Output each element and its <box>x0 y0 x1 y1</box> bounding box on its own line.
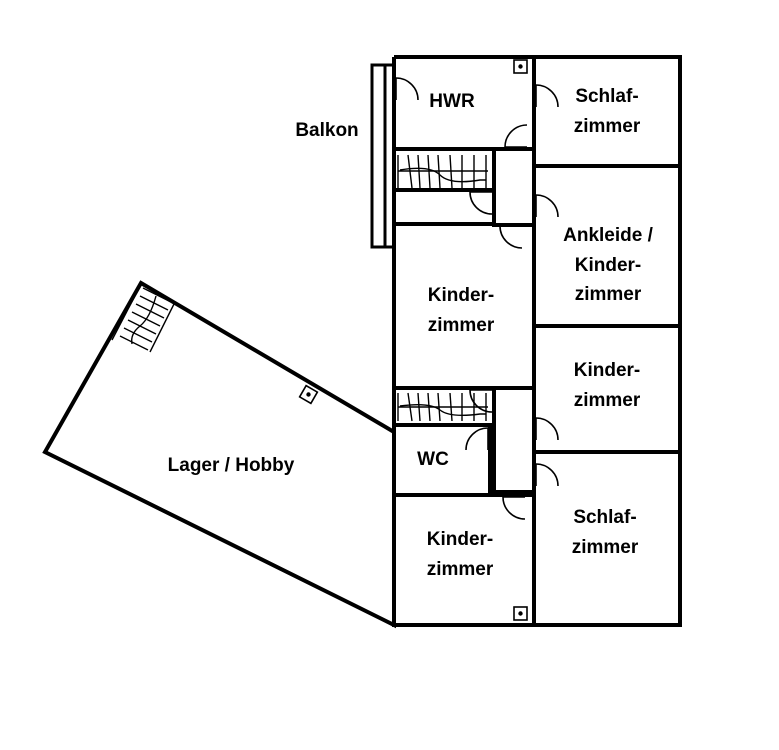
window-socket-icons <box>298 59 528 621</box>
doors <box>395 77 559 520</box>
label-schlaf-top-2: zimmer <box>574 116 641 137</box>
label-ankleide-3: zimmer <box>575 284 642 305</box>
lager-wing <box>42 280 396 629</box>
label-kinder-mid-2: zimmer <box>428 315 495 336</box>
label-schlaf-bottom-2: zimmer <box>572 537 639 558</box>
staircase-bottom <box>397 392 488 422</box>
label-ankleide-2: Kinder- <box>575 255 642 276</box>
staircase-top <box>397 154 488 189</box>
balcony <box>370 63 394 249</box>
label-kinder-mid-1: Kinder- <box>428 285 495 306</box>
label-kinder-right-2: zimmer <box>574 390 641 411</box>
label-kinder-right-1: Kinder- <box>574 360 641 381</box>
label-balkon: Balkon <box>295 120 358 141</box>
interior-walls <box>392 57 680 625</box>
label-wc: WC <box>417 449 449 470</box>
window-socket-icon <box>513 59 528 74</box>
label-kinder-bottom-1: Kinder- <box>427 529 494 550</box>
label-lager: Lager / Hobby <box>168 455 295 476</box>
label-schlaf-top-1: Schlaf- <box>575 86 638 107</box>
room-labels: HWR Balkon Schlaf- zimmer Ankleide / Kin… <box>168 86 654 580</box>
window-socket-icon <box>513 606 528 621</box>
label-hwr: HWR <box>429 91 475 112</box>
staircase-lager <box>111 287 175 353</box>
label-ankleide-1: Ankleide / <box>563 225 653 246</box>
label-schlaf-bottom-1: Schlaf- <box>573 507 636 528</box>
window-socket-icon <box>298 384 319 405</box>
label-kinder-bottom-2: zimmer <box>427 559 494 580</box>
